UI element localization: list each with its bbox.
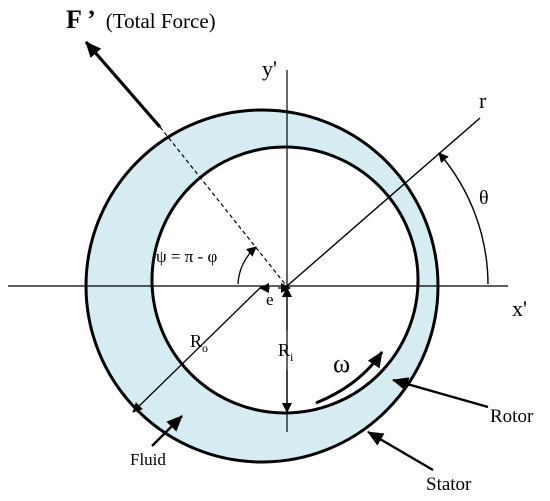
total-force-arrow xyxy=(84,40,162,129)
inner-radius-subscript: i xyxy=(290,350,294,364)
rotor-leader-arrow xyxy=(392,377,489,409)
inner-radius-label: Ri xyxy=(278,340,294,364)
psi-arc xyxy=(237,246,257,285)
theta-arc xyxy=(438,152,489,285)
fluid-leader-arrow xyxy=(151,415,183,447)
omega-rotation-arrow xyxy=(315,351,384,405)
psi-label: ψ = π - φ xyxy=(156,247,217,266)
rotor-label: Rotor xyxy=(490,406,534,427)
r-radial-line xyxy=(286,117,481,287)
stator-leader-arrow xyxy=(367,430,434,472)
outer-radius-symbol: R xyxy=(190,331,202,351)
stator-label: Stator xyxy=(426,474,472,495)
total-force-text: (Total Force) xyxy=(106,9,216,33)
outer-radius-subscript: o xyxy=(202,341,208,355)
fluid-label: Fluid xyxy=(130,450,166,469)
outer-radius-arrow xyxy=(132,285,263,413)
total-force-symbol: F ’ xyxy=(66,5,96,34)
force-dashed-line xyxy=(159,126,286,285)
omega-label: ω xyxy=(333,349,350,378)
outer-radius-label: Ro xyxy=(190,331,208,355)
theta-label: θ xyxy=(479,187,489,209)
rotor-circle xyxy=(150,145,420,415)
eccentricity-label: e xyxy=(266,290,274,309)
r-axis-label: r xyxy=(479,88,487,113)
total-force-label: F ’ (Total Force) xyxy=(66,5,216,34)
inner-radius-symbol: R xyxy=(278,340,290,360)
y-axis-label: y' xyxy=(262,56,277,81)
x-axis-label: x' xyxy=(512,296,527,321)
